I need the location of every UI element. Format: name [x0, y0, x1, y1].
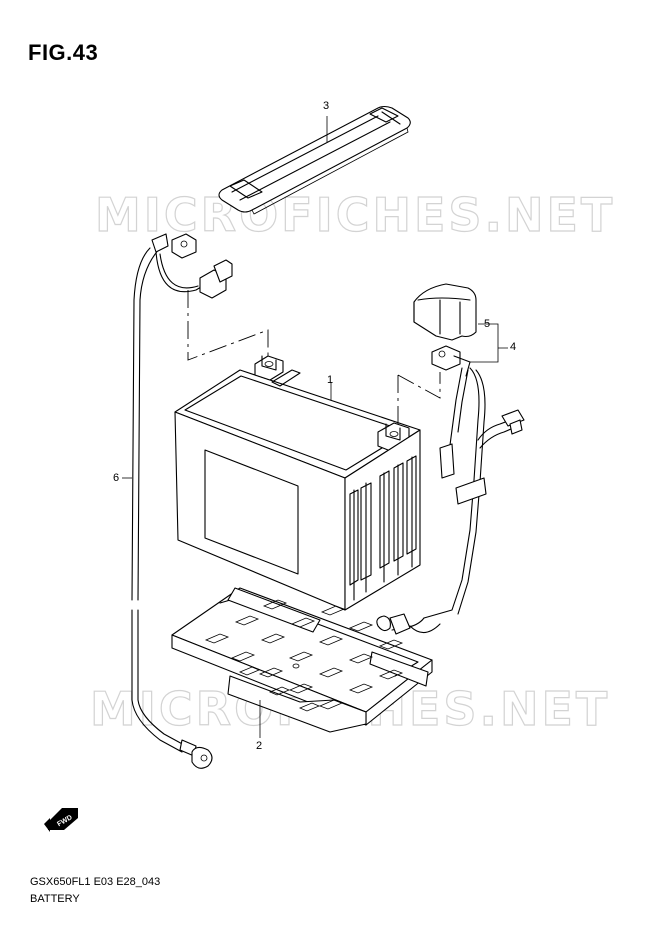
positive-lead-wire[interactable]	[376, 345, 525, 635]
battery[interactable]	[174, 355, 421, 611]
negative-lead-wire[interactable]	[131, 233, 233, 769]
callout-6[interactable]: 6	[113, 472, 120, 484]
battery-tray[interactable]	[171, 587, 433, 733]
callout-1[interactable]: 1	[327, 374, 334, 386]
callout-5[interactable]: 5	[484, 318, 491, 330]
callout-2[interactable]: 2	[256, 740, 263, 752]
battery-strap[interactable]	[218, 105, 411, 215]
callout-3[interactable]: 3	[323, 100, 330, 112]
callout-4[interactable]: 4	[510, 341, 517, 353]
figure-code: GSX650FL1 E03 E28_043	[30, 876, 161, 888]
terminal-cover[interactable]	[413, 283, 477, 341]
alignment-line-right	[397, 372, 441, 426]
figure-caption: BATTERY	[30, 893, 80, 905]
leader-4-5	[470, 323, 508, 363]
fwd-arrow-icon	[44, 808, 78, 832]
alignment-line-left	[187, 290, 269, 361]
figure-title: FIG.43	[28, 40, 99, 65]
